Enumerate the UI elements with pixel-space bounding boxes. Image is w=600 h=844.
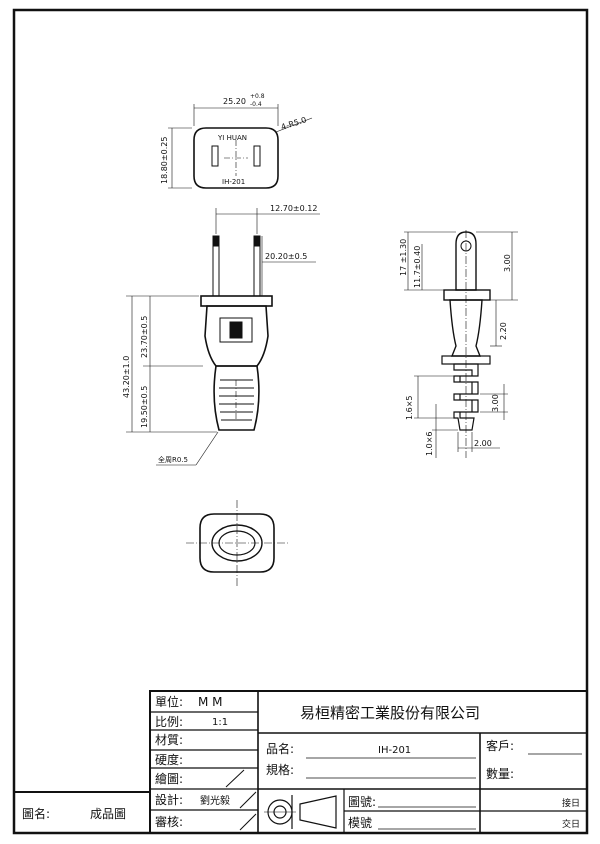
bottom-view-outer [199, 513, 275, 573]
tb-mold-no-label: 模號 [348, 816, 372, 830]
tb-drawn-label: 繪圖: [155, 771, 183, 786]
side-dim-220: 2.20 [499, 322, 508, 340]
tb-delivery-date-label: 交日 [562, 818, 580, 830]
top-brand-text: YI HUAN [217, 134, 247, 142]
front-total-length: 43.20±1.0 [122, 356, 131, 398]
side-dim-300-bot: 3.00 [491, 394, 500, 412]
tb-designer: 劉光毅 [200, 794, 230, 807]
top-width-tol-plus: +0.8 [250, 93, 265, 100]
title-block [14, 690, 588, 834]
top-height-dim: 18.80±0.25 [160, 137, 169, 184]
top-view [168, 104, 313, 189]
tb-product-name-value: IH-201 [378, 745, 411, 756]
side-dim-117: 11.7±0.40 [413, 246, 422, 288]
top-width-nominal: 25.20 [223, 97, 246, 106]
front-pin-spacing: 12.70±0.12 [270, 204, 317, 213]
front-fillet-note: 全周R0.5 [158, 455, 188, 464]
bottom-view [186, 500, 288, 586]
tb-scale-value: 1:1 [212, 717, 228, 728]
side-flange [443, 289, 491, 301]
side-pin [455, 231, 477, 291]
tb-unit-label: 單位: [155, 694, 183, 709]
tb-unit-value: M M [198, 695, 223, 709]
tb-product-name-label: 品名: [266, 741, 294, 756]
front-body-length: 23.70±0.5 [140, 316, 149, 358]
top-view-outline [193, 127, 279, 189]
title-block-frame [149, 690, 588, 834]
side-dim-300-top: 3.00 [503, 254, 512, 272]
side-dim-10x6: 1.0×6 [425, 431, 434, 456]
side-view [404, 230, 518, 458]
tb-design-label: 設計: [155, 792, 183, 807]
top-view-pin-slot-left [211, 145, 219, 167]
side-dim-17: 17 ±1.30 [399, 239, 408, 276]
tb-sheet-name-value: 成品圖 [90, 807, 126, 821]
top-model-text: IH-201 [222, 178, 245, 186]
front-grip-length: 19.50±0.5 [140, 386, 149, 428]
tb-review-label: 審核: [155, 814, 183, 829]
top-corner-radius: 4-R5.0 [280, 115, 308, 132]
side-dim-16x5: 1.6×5 [405, 395, 414, 420]
tb-spec-label: 規格: [266, 762, 294, 777]
front-window [219, 317, 253, 343]
tb-hardness-label: 硬度: [155, 752, 183, 767]
front-grip [213, 365, 260, 431]
front-view [126, 208, 320, 466]
side-grip-ribs [453, 363, 479, 431]
tb-sheet-name-label: 圖名: [22, 806, 50, 821]
tb-drawing-no-label: 圖號: [348, 795, 376, 809]
tb-material-label: 材質: [155, 732, 183, 747]
tb-scale-label: 比例: [155, 715, 183, 729]
top-width-tol-minus: -0.4 [250, 101, 262, 108]
front-pin-length: 20.20±0.5 [265, 252, 307, 261]
top-view-pin-slot-right [253, 145, 261, 167]
tb-company: 易桓精密工業股份有限公司 [300, 704, 480, 722]
tb-receive-date-label: 接日 [562, 797, 580, 809]
tb-quantity-label: 數量: [486, 767, 514, 781]
side-dim-200: 2.00 [474, 439, 492, 448]
projection-symbol-cone [299, 795, 337, 829]
front-flange [200, 295, 273, 307]
tb-customer-label: 客戶: [486, 738, 514, 753]
